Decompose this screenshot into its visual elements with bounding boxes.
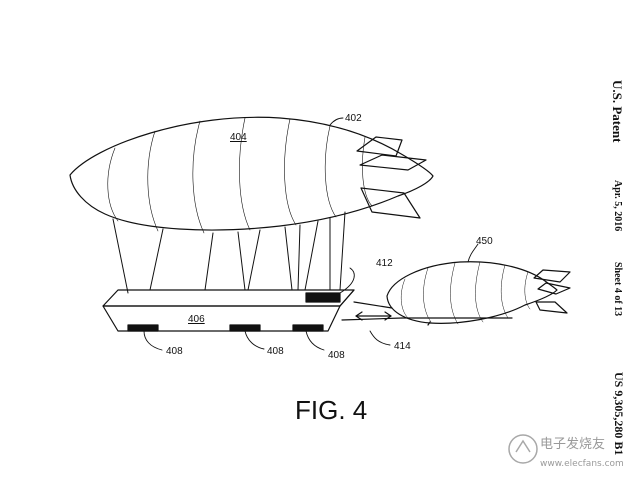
ref-408-middle: 408: [267, 346, 284, 357]
module-front-face: [102, 305, 341, 332]
large-airship-402: [69, 116, 434, 234]
ref-408-right: 408: [328, 350, 345, 361]
large-airship-hull: [69, 116, 434, 231]
patent-title: U.S. Patent: [610, 80, 625, 143]
watermark: 电子发烧友 www.elecfans.com: [508, 434, 624, 469]
compartment-412: [305, 292, 341, 303]
ref-402: 402: [345, 113, 362, 124]
bay-door-408-right: [292, 324, 324, 332]
patent-date: Apr. 5, 2016: [612, 180, 623, 231]
watermark-url: www.elecfans.com: [540, 459, 624, 469]
ref-414: 414: [394, 341, 411, 352]
shuttle-upper-fin: [533, 269, 571, 283]
figure-label: FIG. 4: [295, 395, 367, 425]
shuttle-ribs: [400, 261, 531, 325]
suspension-cables: [112, 211, 346, 294]
lower-tail-fin: [360, 187, 421, 219]
leader-lines: [143, 117, 479, 351]
patent-sheet: Sheet 4 of 13: [612, 262, 623, 316]
middle-tail-fin: [359, 154, 427, 171]
ref-404: 404: [230, 132, 247, 143]
bay-door-408-left: [127, 324, 159, 332]
shuttle-middle-fin: [537, 282, 571, 295]
bay-door-408-middle: [229, 324, 261, 332]
shuttle-airship-450: [386, 261, 571, 326]
docking-link: [341, 301, 513, 321]
ref-412: 412: [376, 258, 393, 269]
ref-408-left: 408: [166, 346, 183, 357]
shuttle-lower-fin: [535, 301, 568, 314]
patent-number: US 9,305,280 B1: [612, 372, 626, 455]
watermark-logo-icon: [508, 434, 538, 464]
hull-ribs: [107, 117, 373, 234]
transfer-arrow-414: [355, 311, 392, 321]
upper-tail-fin: [356, 136, 403, 157]
shuttle-hull: [386, 261, 558, 324]
storage-module-406: [102, 289, 355, 332]
ref-450: 450: [476, 236, 493, 247]
watermark-brand: 电子发烧友: [540, 436, 605, 452]
ref-406: 406: [188, 314, 205, 325]
